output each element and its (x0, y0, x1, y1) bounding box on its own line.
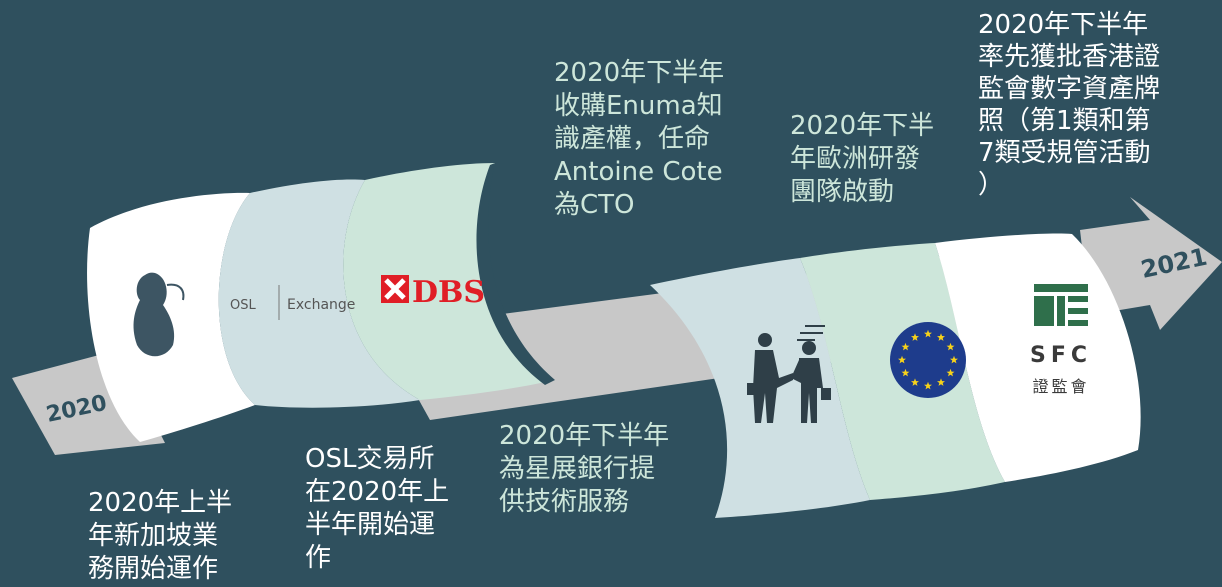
milestone-dbs: 2020年下半年 為星展銀行提 供技術服務 (499, 421, 670, 517)
handshake-icon (747, 325, 831, 423)
eu-star (946, 368, 955, 377)
milestone-enuma: 2020年下半年 收購Enuma知 識產權，任命 Antoine Cote 為C… (554, 58, 725, 220)
eu-star (937, 378, 945, 386)
arrow-shaft-right (1080, 197, 1222, 330)
scroll-left (87, 163, 555, 442)
osl-exchange-text: Exchange (287, 297, 355, 313)
milestone-singapore: 2020年上半 年新加坡業 務開始運作 (88, 488, 233, 584)
eu-star (924, 329, 932, 338)
dbs-logo: DBS (381, 275, 485, 310)
merlion-body (133, 272, 175, 357)
person-left-head (758, 333, 772, 347)
milestone-osl: OSL交易所 在2020年上 半年開始運 作 (305, 444, 450, 573)
band-white-right (935, 233, 1141, 482)
eu-star (950, 355, 958, 364)
briefcase-right (821, 388, 831, 400)
eu-flag-icon (890, 322, 966, 398)
eu-star (924, 381, 932, 390)
eu-star (901, 368, 910, 377)
dbs-logo-text: DBS (412, 275, 485, 310)
eu-flag-circle (890, 322, 966, 398)
sfc-block-mid (1057, 296, 1065, 326)
eu-star (901, 342, 910, 351)
eu-star (937, 333, 945, 341)
band-dark-edge-left (476, 163, 555, 385)
person-right-head (802, 341, 816, 355)
milestone-sfc: 2020年下半年 率先獲批香港證 監會數字資產牌 照（第1類和第 7類受規管活動… (978, 10, 1161, 200)
sfc-block-left (1034, 296, 1054, 326)
sfc-stripe-1 (1068, 296, 1088, 302)
eu-star (911, 333, 919, 341)
merlion-water (166, 283, 185, 301)
briefcase-left (747, 383, 757, 395)
sfc-chinese-text: 證監會 (1032, 377, 1089, 396)
band-blue-left (218, 179, 420, 408)
person-left-body (753, 350, 793, 423)
dbs-star-icon (381, 275, 409, 303)
eu-stars (898, 329, 958, 390)
sfc-bar-top (1034, 284, 1088, 292)
osl-logo-text: OSL (230, 298, 256, 313)
band-white-left (87, 192, 255, 442)
milestone-europe: 2020年下半 年歐洲研發 團隊啟動 (790, 111, 935, 207)
eu-star (898, 355, 906, 364)
band-green-left (343, 163, 555, 400)
sfc-stripe-3 (1068, 320, 1088, 326)
eu-star (911, 378, 919, 386)
sfc-abbr-text: SFC (1030, 343, 1092, 368)
eu-star (946, 342, 955, 351)
sfc-logo: SFC 證監會 (1030, 284, 1092, 396)
sfc-stripe-2 (1068, 308, 1088, 314)
speech-lines (797, 325, 825, 341)
dbs-star-mark (384, 278, 406, 300)
merlion-icon (133, 272, 185, 357)
osl-exchange-logo: OSL Exchange (230, 285, 355, 320)
person-right-body (791, 358, 823, 423)
